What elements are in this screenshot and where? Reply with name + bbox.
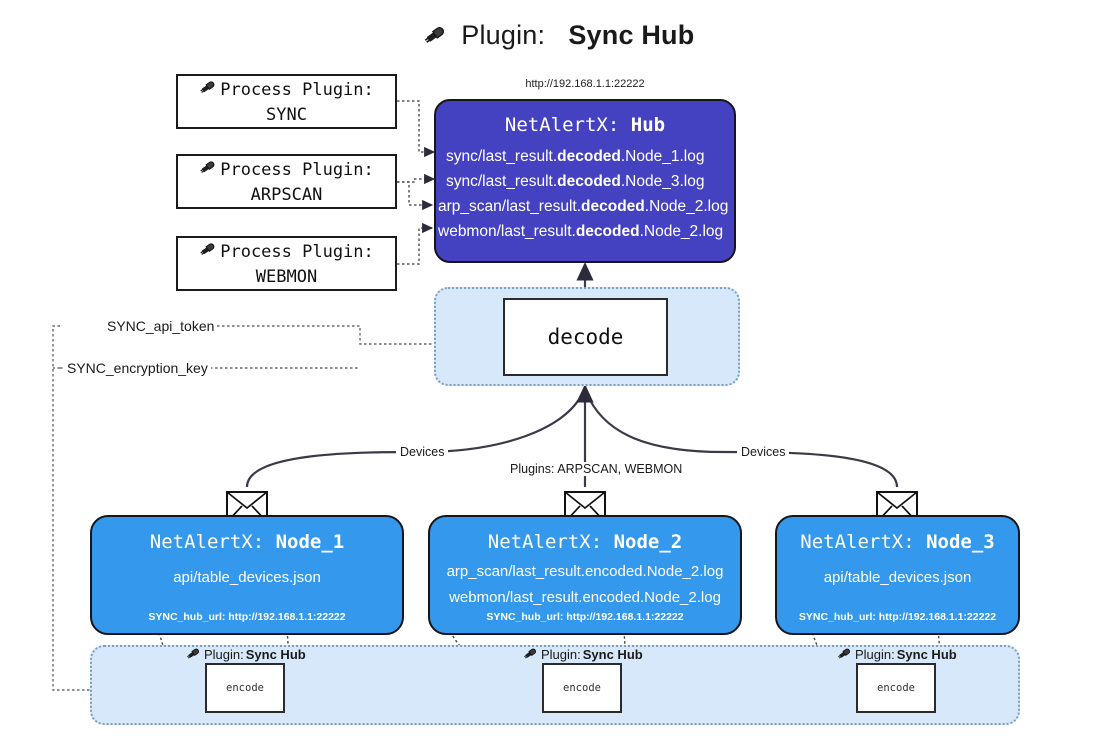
hub-name: Hub <box>630 114 666 136</box>
node-app: NetAlertX: <box>800 531 915 553</box>
page-title: Plugin: Sync Hub <box>0 18 1117 55</box>
process-plugin-label: Process Plugin: <box>220 79 374 100</box>
token-label-encryption: SYNC_encryption_key <box>64 360 211 376</box>
edge-label-devices-left: Devices <box>396 445 449 459</box>
process-plugin-name: SYNC <box>266 104 307 125</box>
encode-box-2[interactable]: encode <box>542 663 622 713</box>
encoder-label-3: Plugin: Sync Hub <box>837 645 957 664</box>
node-title: NetAlertX: Node_2 <box>430 529 740 555</box>
edge-label-devices-right: Devices <box>737 445 790 459</box>
node-3[interactable]: NetAlertX: Node_3 api/table_devices.json… <box>775 515 1020 635</box>
plug-icon <box>837 645 853 664</box>
node-app: NetAlertX: <box>487 531 603 553</box>
encoder-label-text: Plugin: <box>541 647 581 662</box>
process-plugin-label: Process Plugin: <box>220 241 374 262</box>
encoder-label-value: Sync Hub <box>582 647 643 662</box>
plug-icon <box>199 77 218 103</box>
hub-log-line: arp_scan/last_result.decoded.Node_2.log <box>438 198 729 215</box>
hub-log-line: sync/last_result.decoded.Node_3.log <box>446 173 705 190</box>
node-line: arp_scan/last_result.encoded.Node_2.log <box>446 563 724 580</box>
node-app: NetAlertX: <box>149 531 265 553</box>
node-hub-url: SYNC_hub_url: http://192.168.1.1:22222 <box>148 611 346 623</box>
encoder-label-2: Plugin: Sync Hub <box>523 645 643 664</box>
plug-icon <box>199 157 218 183</box>
encode-box-3[interactable]: encode <box>856 663 936 713</box>
process-plugin-arpscan[interactable]: Process Plugin: ARPSCAN <box>176 154 397 209</box>
node-1[interactable]: NetAlertX: Node_1 api/table_devices.json… <box>90 515 404 635</box>
hub-log-line: webmon/last_result.decoded.Node_2.log <box>438 223 724 240</box>
encoder-label-text: Plugin: <box>855 647 895 662</box>
plug-icon <box>199 239 218 265</box>
node-title: NetAlertX: Node_3 <box>777 529 1018 555</box>
process-plugin-name: ARPSCAN <box>250 184 323 205</box>
encoder-label-1: Plugin: Sync Hub <box>186 645 306 664</box>
hub-title: NetAlertX: Hub <box>436 113 734 137</box>
node-hub-url: SYNC_hub_url: http://192.168.1.1:22222 <box>486 611 684 623</box>
encode-box-1[interactable]: encode <box>205 663 285 713</box>
process-plugin-webmon[interactable]: Process Plugin: WEBMON <box>176 236 397 291</box>
node-name: Node_3 <box>926 531 995 553</box>
plug-icon <box>523 645 539 664</box>
encoder-label-value: Sync Hub <box>896 647 957 662</box>
node-line: api/table_devices.json <box>823 569 972 586</box>
plug-icon <box>186 645 202 664</box>
node-line: api/table_devices.json <box>173 569 321 586</box>
node-name: Node_1 <box>275 531 345 553</box>
node-title: NetAlertX: Node_1 <box>92 529 402 555</box>
node-hub-url: SYNC_hub_url: http://192.168.1.1:22222 <box>798 611 997 623</box>
node-name: Node_2 <box>613 531 683 553</box>
decode-box[interactable]: decode <box>503 298 668 376</box>
plug-icon <box>423 21 449 55</box>
page-title-label: Plugin: <box>461 20 546 50</box>
node-line: webmon/last_result.encoded.Node_2.log <box>449 589 721 606</box>
encoder-label-value: Sync Hub <box>245 647 306 662</box>
node-2[interactable]: NetAlertX: Node_2 arp_scan/last_result.e… <box>428 515 742 635</box>
hub-log-line: sync/last_result.decoded.Node_1.log <box>446 148 705 165</box>
token-label-api: SYNC_api_token <box>104 318 218 334</box>
hub-app: NetAlertX: <box>504 114 620 136</box>
hub-url: http://192.168.1.1:22222 <box>525 78 645 90</box>
process-plugin-sync[interactable]: Process Plugin: SYNC <box>176 74 397 129</box>
process-plugin-name: WEBMON <box>255 266 318 287</box>
page-title-value: Sync Hub <box>568 20 695 50</box>
edge-label-plugins: Plugins: ARPSCAN, WEBMON <box>506 462 687 476</box>
hub-node[interactable]: NetAlertX: Hub sync/last_result.decoded.… <box>434 99 736 263</box>
encoder-label-text: Plugin: <box>204 647 244 662</box>
hub-log-list: sync/last_result.decoded.Node_1.log sync… <box>436 144 734 244</box>
process-plugin-label: Process Plugin: <box>220 159 374 180</box>
